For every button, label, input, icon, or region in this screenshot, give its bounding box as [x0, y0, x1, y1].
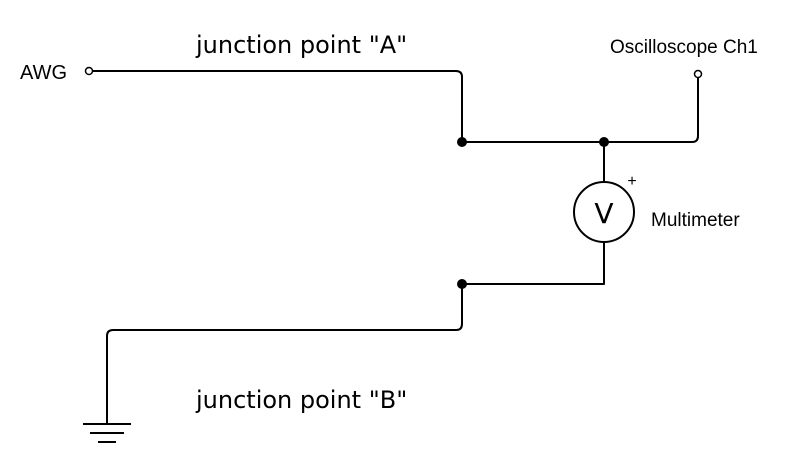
scope-terminal [693, 69, 703, 79]
ground-icon [83, 423, 131, 443]
junction-b-dot [457, 279, 467, 289]
multimeter-label: Multimeter [651, 210, 740, 231]
wire-awg-to-junction-a [92, 70, 463, 142]
junction-node-dot [599, 137, 609, 147]
wire-junction-a-to-scope [462, 77, 699, 143]
wire-meter-to-junction-b [462, 242, 605, 285]
junction-a-label: junction point "A" [195, 31, 407, 59]
voltmeter-icon [573, 181, 635, 243]
awg-label: AWG [20, 62, 67, 84]
voltmeter-symbol: V [594, 197, 613, 230]
wire-junction-b-to-ground [106, 284, 463, 424]
awg-terminal [84, 66, 94, 76]
meter-plus-sign: + [627, 173, 636, 190]
junction-b-label: junction point "B" [195, 386, 407, 414]
oscilloscope-label: Oscilloscope Ch1 [610, 37, 758, 58]
junction-a-dot [457, 137, 467, 147]
